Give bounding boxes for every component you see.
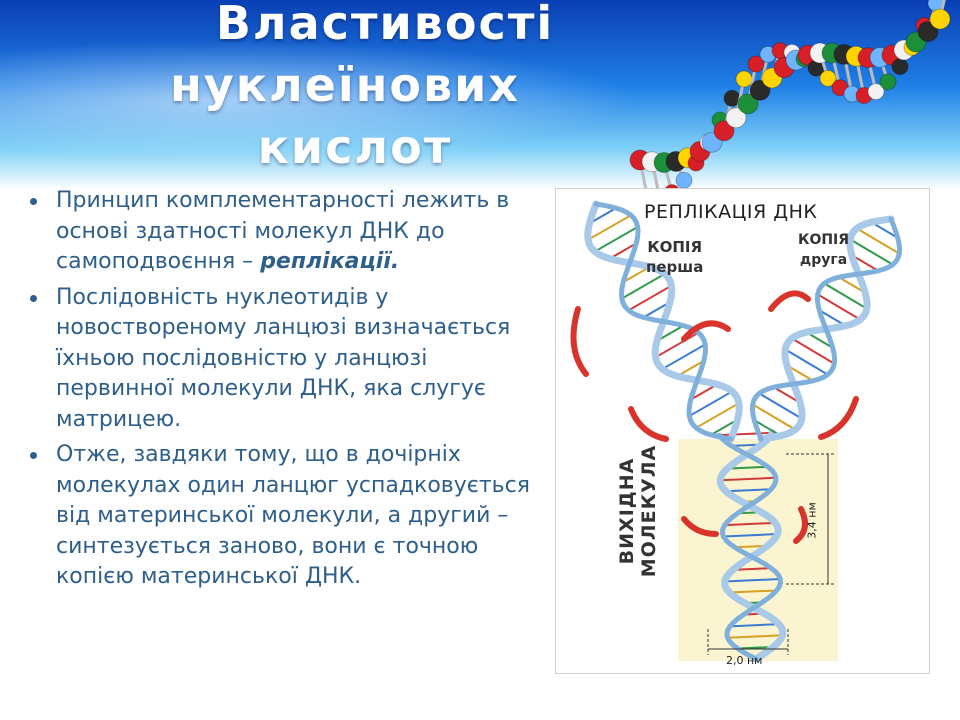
title-line-2: нуклеїнових <box>169 58 521 112</box>
helix-pitch-label: 3,4 нм <box>805 502 819 539</box>
base-pair-rung <box>732 567 772 571</box>
source-helix-strand <box>716 429 787 663</box>
base-pair-rung <box>791 337 835 365</box>
bullet-list: Принцип комплементарності лежить в основ… <box>28 186 548 598</box>
rotation-arrow <box>681 516 719 537</box>
base-pair-rung <box>661 343 706 370</box>
base-pair-rung <box>727 465 768 470</box>
base-pair-rung <box>823 282 868 310</box>
base-pair-rung <box>609 242 637 260</box>
source-molecule-label: ВИХІДНА МОЛЕКУЛА <box>616 411 660 611</box>
dna-atom <box>891 58 909 76</box>
base-pair-rung <box>724 578 781 583</box>
dna-atom <box>735 70 753 88</box>
base-pair-rung <box>727 634 783 639</box>
rotation-arrow <box>681 320 731 342</box>
dna-atom <box>675 171 693 189</box>
rotation-arrow <box>570 306 589 377</box>
base-pair-rung <box>643 301 671 319</box>
bullet-text: Принцип комплементарності лежить в основ… <box>56 188 510 274</box>
bullet-emphasis: реплікації. <box>260 249 400 274</box>
figure-title: РЕПЛІКАЦІЯ ДНК <box>644 201 818 223</box>
copy-second-helix-strand <box>749 216 903 442</box>
dna-atom <box>929 8 951 30</box>
base-pair-rung <box>628 284 672 312</box>
rotation-arrow <box>818 396 859 440</box>
base-pair-rung <box>752 403 796 431</box>
copy-first-number: перша <box>646 258 704 276</box>
title-line-3: кислот <box>257 120 453 174</box>
bullet-item: Отже, завдяки тому, що в дочірніх молеку… <box>28 440 548 593</box>
copy-first-word: КОПІЯ <box>647 238 703 256</box>
base-pair-rung <box>594 226 639 253</box>
source-label-line-2: МОЛЕКУЛА <box>638 444 660 578</box>
source-helix-strand <box>716 432 784 662</box>
base-pair-rung <box>688 390 733 417</box>
dna-atom <box>917 21 939 43</box>
dna-replication-figure: РЕПЛІКАЦІЯ ДНК КОПІЯ перша КОПІЯ друга В… <box>555 188 930 674</box>
base-pair-rung <box>723 533 778 538</box>
base-pair-rung <box>710 418 738 436</box>
bullet-dot-icon <box>30 198 37 205</box>
rotation-arrow <box>628 406 669 442</box>
dna-atom <box>819 69 837 87</box>
dna-replication-drawing <box>570 200 903 663</box>
base-pair-rung <box>856 227 900 255</box>
title-banner: Властивості нуклеїнових кислот <box>0 0 960 190</box>
base-pair-rung <box>849 238 894 266</box>
base-pair-rung <box>621 273 666 300</box>
base-pair-rung <box>729 623 780 628</box>
bullet-text: Отже, завдяки тому, що в дочірніх молеку… <box>56 442 530 589</box>
base-pair-rung <box>622 266 651 283</box>
base-pair-rung <box>729 589 777 594</box>
base-pair-rung <box>719 431 773 437</box>
base-pair-rung <box>676 360 705 377</box>
bullet-text: Послідовність нуклеотидів у новостворено… <box>56 284 511 432</box>
bullet-item: Принцип комплементарності лежить в основ… <box>28 186 548 278</box>
dna-decoration-image <box>629 0 951 190</box>
base-pair-rung <box>817 293 861 321</box>
copy-second-label: КОПІЯ друга <box>798 230 849 270</box>
copy-first-label: КОПІЯ перша <box>646 237 703 277</box>
base-pair-rung <box>589 207 617 225</box>
bullet-dot-icon <box>30 452 37 459</box>
base-pair-rung <box>656 324 684 342</box>
base-pair-rung <box>587 214 632 241</box>
source-label-line-1: ВИХІДНА <box>616 457 638 565</box>
base-pair-rung <box>690 383 718 401</box>
copy-second-number: друга <box>799 252 848 268</box>
base-pair-rung <box>725 488 772 493</box>
bullet-dot-icon <box>30 294 37 302</box>
dna-atom <box>879 73 897 91</box>
dna-atom <box>725 107 747 129</box>
base-pair-rung <box>724 521 776 527</box>
dna-atom <box>867 83 885 101</box>
copy-first-helix-strand <box>593 201 734 442</box>
base-pair-rung <box>784 348 829 376</box>
banner-glow <box>0 40 640 160</box>
slide-title: Властивості нуклеїнових кислот <box>110 0 580 178</box>
rotation-arrow <box>793 506 808 544</box>
dna-atom <box>747 55 765 73</box>
helix-width-label: 2,0 нм <box>726 654 763 667</box>
bullet-item: Послідовність нуклеотидів у новостворено… <box>28 283 548 436</box>
copy-second-word: КОПІЯ <box>798 232 850 248</box>
base-pair-rung <box>758 392 803 420</box>
dna-atom <box>737 93 759 115</box>
base-pair-rung <box>655 331 699 359</box>
base-pair-rung <box>695 402 740 429</box>
rotation-arrow <box>768 290 811 312</box>
dna-atom <box>749 79 771 101</box>
title-line-1: Властивості <box>215 0 555 50</box>
base-pair-rung <box>720 476 776 482</box>
dna-atom <box>713 120 735 142</box>
